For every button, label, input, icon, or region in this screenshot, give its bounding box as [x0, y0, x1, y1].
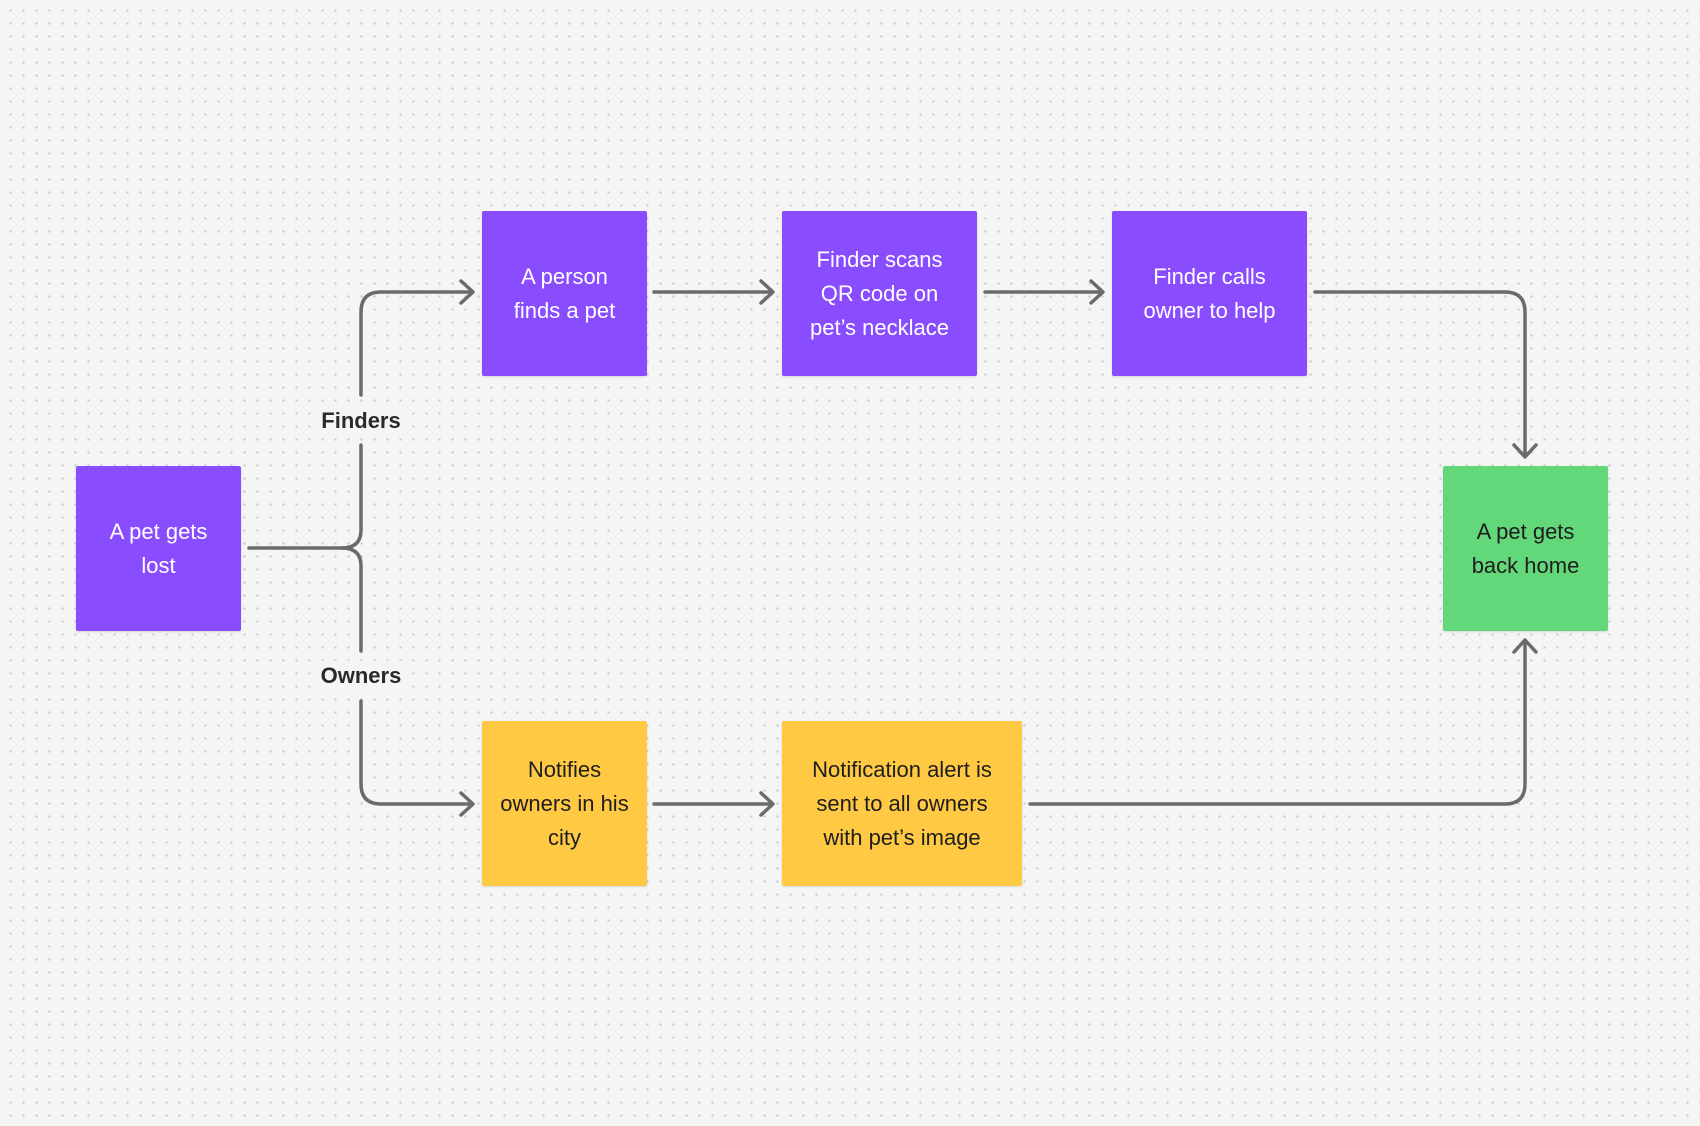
branch-label-owners: Owners	[318, 661, 404, 691]
sticky-notifies-owners[interactable]: Notifies owners in his city	[482, 721, 647, 886]
connector-brace-upper	[340, 443, 363, 550]
branch-label-finders: Finders	[319, 406, 403, 436]
sticky-pet-back-home[interactable]: A pet gets back home	[1443, 466, 1608, 631]
sticky-text: Notification alert is sent to all owners…	[812, 756, 992, 850]
arrowhead-scans	[759, 279, 775, 305]
connector-calls-to-home	[1313, 290, 1527, 458]
connector-owners-to-notifies	[359, 699, 474, 806]
sticky-text: A pet gets back home	[1471, 518, 1580, 578]
arrowhead-notifies	[459, 791, 475, 817]
sticky-notification-alert[interactable]: Notification alert is sent to all owners…	[782, 721, 1022, 886]
sticky-person-finds-pet[interactable]: A person finds a pet	[482, 211, 647, 376]
sticky-pet-gets-lost[interactable]: A pet gets lost	[76, 466, 241, 631]
arrowhead-finds	[459, 279, 475, 305]
sticky-text: A pet gets lost	[109, 518, 208, 578]
arrowhead-calls	[1089, 279, 1105, 305]
arrowhead-alert	[759, 791, 775, 817]
arrowhead-home-bottom	[1512, 638, 1538, 654]
connector-finders-to-finds	[359, 290, 474, 397]
sticky-text: A person finds a pet	[513, 263, 616, 323]
connector-brace-lower	[340, 546, 363, 653]
arrowhead-home-top	[1512, 443, 1538, 459]
sticky-finder-scans-qr[interactable]: Finder scans QR code on pet’s necklace	[782, 211, 977, 376]
sticky-text: Notifies owners in his city	[500, 756, 629, 850]
sticky-finder-calls-owner[interactable]: Finder calls owner to help	[1112, 211, 1307, 376]
sticky-text: Finder calls owner to help	[1143, 263, 1276, 323]
connector-alert-to-home	[1028, 639, 1527, 806]
sticky-text: Finder scans QR code on pet’s necklace	[809, 246, 949, 340]
